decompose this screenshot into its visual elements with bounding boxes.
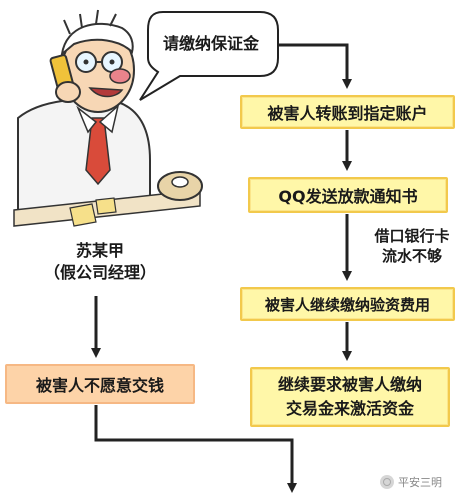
person-caption: 苏某甲 （假公司经理） (40, 240, 160, 284)
side-label-line1: 借口银行卡 (374, 227, 450, 245)
step-verification-fee: 被害人继续缴纳验资费用 (240, 287, 455, 321)
bank-flow-excuse-label: 借口银行卡 流水不够 (362, 226, 462, 266)
watermark-text: 平安三明 (398, 476, 442, 489)
step-transfer-to-account: 被害人转账到指定账户 (240, 95, 455, 129)
person-name: 苏某甲 (75, 241, 124, 260)
wechat-icon (380, 475, 394, 489)
step-activation-fee-line1: 继续要求被害人缴纳 (277, 375, 422, 394)
side-label-line2: 流水不够 (381, 247, 442, 265)
speech-bubble-text: 请缴纳保证金 (162, 34, 259, 53)
watermark: 平安三明 (380, 474, 442, 490)
arrow-bubble-to-step1 (278, 43, 352, 89)
speech-bubble-shape (139, 11, 279, 101)
scammer-illustration (13, 9, 203, 227)
step-activation-fee: 继续要求被害人缴纳 交易金来激活资金 (250, 367, 450, 427)
arrow-refuse-to-exit (94, 405, 297, 493)
step-activation-fee-line2: 交易金来激活资金 (285, 399, 414, 418)
victim-refuses-box: 被害人不愿意交钱 (5, 364, 195, 404)
connectors (91, 43, 352, 493)
step-qq-loan-notice: QQ发送放款通知书 (248, 177, 448, 213)
person-role: （假公司经理） (43, 263, 156, 282)
